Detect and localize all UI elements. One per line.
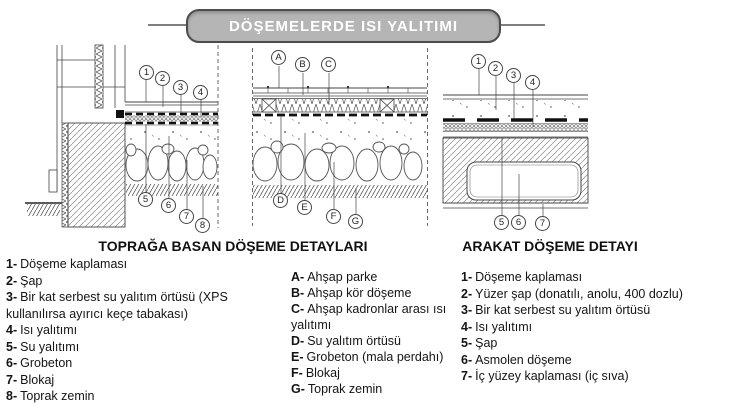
callout-d2-b: B: [295, 57, 310, 72]
callout-d3-6: 6: [511, 215, 526, 230]
legend-item: 2-Şap: [6, 273, 43, 288]
heading-intermediate-floor: ARAKAT DÖŞEME DETAYI: [462, 238, 638, 254]
callout-d3-4: 4: [525, 75, 540, 90]
callout-d2-f: F: [326, 209, 341, 224]
callout-d3-5: 5: [494, 215, 509, 230]
legend-item: 1-Döşeme kaplaması: [461, 270, 583, 284]
legend-item: D-Su yalıtım örtüsü: [291, 334, 401, 348]
legend-item: 8-Toprak zemin: [6, 389, 95, 403]
heading-slab-on-grade: TOPRAĞA BASAN DÖŞEME DETAYLARI: [98, 238, 368, 254]
legend-item: 4-Isı yalıtımı: [461, 319, 533, 334]
legend-item: 3-Bir kat serbest su yalıtım örtüsü (XPS…: [6, 290, 228, 321]
callout-d2-a: A: [271, 50, 286, 65]
legend-item: G-Toprak zemin: [291, 382, 383, 396]
legend-item: 5-Su yalıtımı: [6, 339, 80, 354]
title-banner: DÖŞEMELERDE ISI YALITIMI: [186, 9, 501, 43]
legend-item: 6-Asmolen döşeme: [461, 352, 572, 367]
callout-d1-5: 5: [138, 192, 153, 207]
legend-item: A-Ahşap parke: [291, 270, 378, 284]
legend-intermediate-floor: 1-Döşeme kaplaması 2-Yüzer şap (donatılı…: [461, 269, 733, 385]
callout-d3-7: 7: [535, 216, 550, 231]
legend-slab-on-grade-numeric: 1-Döşeme kaplaması 2-Şap 3-Bir kat serbe…: [6, 256, 284, 405]
legend-item: E-Grobeton (mala perdahı): [291, 350, 444, 364]
legend-item: C-Ahşap kadronlar arası ısı yalıtımı: [291, 302, 447, 332]
legend-item: 6-Grobeton: [6, 356, 73, 370]
callout-d3-2: 2: [488, 61, 503, 76]
legend-item: 7-İç yüzey kaplaması (iç sıva): [461, 369, 629, 383]
legend-item: B-Ahşap kör döşeme: [291, 286, 412, 300]
legend-item: 1-Döşeme kaplaması: [6, 257, 128, 271]
callout-d2-e: E: [297, 200, 312, 215]
legend-item: F-Blokaj: [291, 366, 340, 380]
callout-d1-3: 3: [173, 80, 188, 95]
callout-d1-2: 2: [155, 71, 170, 86]
callout-d3-3: 3: [506, 68, 521, 83]
legend-item: 3-Bir kat serbest su yalıtım örtüsü: [461, 303, 651, 317]
legend-item: 5-Şap: [461, 336, 498, 350]
callout-d2-d: D: [273, 193, 288, 208]
callout-d1-1: 1: [139, 65, 154, 80]
legend-item: 4-Isı yalıtımı: [6, 323, 78, 337]
legend-item: 7-Blokaj: [6, 372, 55, 387]
page-title: DÖŞEMELERDE ISI YALITIMI: [228, 17, 459, 35]
legend-slab-on-grade-letters: A-Ahşap parke B-Ahşap kör döşeme C-Ahşap…: [291, 269, 459, 397]
callout-d1-4: 4: [193, 85, 208, 100]
callout-d1-8: 8: [195, 218, 210, 233]
callout-d2-g: G: [348, 214, 363, 229]
callout-d2-c: C: [321, 57, 336, 72]
callout-d1-6: 6: [161, 198, 176, 213]
legend-item: 2-Yüzer şap (donatılı, anolu, 400 dozlu): [461, 286, 683, 301]
callout-d3-1: 1: [471, 54, 486, 69]
callout-d1-7: 7: [179, 209, 194, 224]
